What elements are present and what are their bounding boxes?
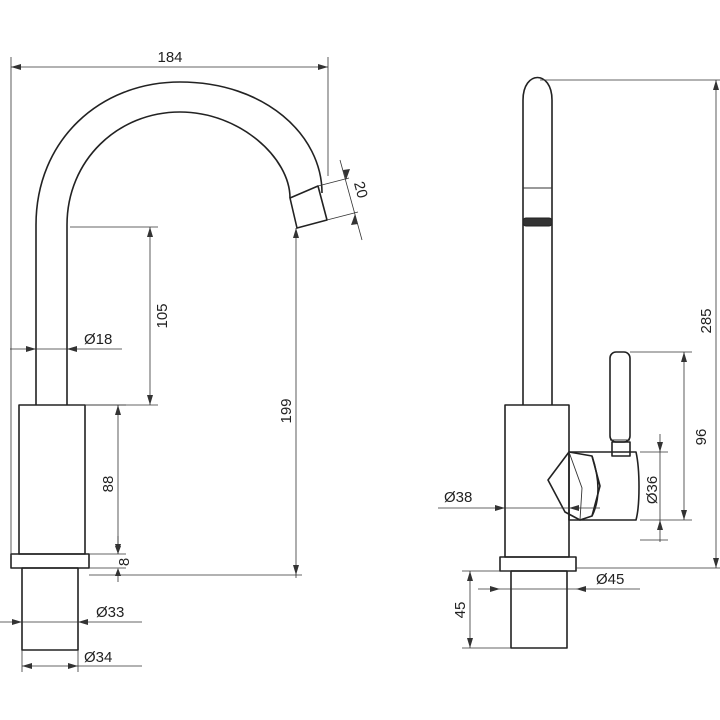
dim-spout-drop-label: 105 — [154, 303, 171, 328]
dim-shank-inner: Ø33 — [0, 604, 142, 625]
dim-width-total-label: 184 — [157, 49, 182, 66]
side-view: 285 96 Ø36 Ø38 — [438, 76, 720, 649]
dim-spout-diameter: Ø18 — [10, 331, 122, 352]
spout-tube — [522, 76, 553, 405]
dim-lever-height: 96 — [630, 351, 710, 521]
dim-body-diameter-label: Ø38 — [444, 489, 472, 506]
dim-shank-inner-label: Ø33 — [96, 604, 124, 621]
dim-body-diameter: Ø38 — [438, 489, 600, 511]
base-ring — [10, 553, 90, 569]
dim-shank-outer-label: Ø34 — [84, 649, 112, 666]
wedge-connector — [547, 451, 601, 521]
dim-outlet-height: 199 — [89, 228, 302, 578]
wedge-inner — [568, 451, 583, 521]
spout-inner-contour — [66, 111, 291, 405]
aerator-outlet — [522, 217, 553, 227]
dim-spout-diameter-label: Ø18 — [84, 331, 112, 348]
dim-lever-diameter: Ø36 — [640, 434, 668, 542]
dim-shank-length-label: 45 — [452, 602, 469, 619]
dim-base-diameter-label: Ø45 — [596, 571, 624, 588]
dim-shank-length: 45 — [452, 570, 511, 649]
side-base-ring — [499, 556, 577, 572]
dim-outlet: 20 — [317, 159, 371, 241]
front-view: 184 20 105 Ø18 — [0, 49, 371, 672]
dim-outlet-height-label: 199 — [278, 398, 295, 423]
side-mounting-shank — [510, 570, 568, 649]
cartridge-housing — [568, 451, 640, 521]
lever-collar — [611, 441, 631, 457]
dim-total-height: 285 — [540, 79, 720, 569]
dim-shank-outer: Ø34 — [21, 649, 142, 672]
dim-width-total: 184 — [10, 49, 329, 556]
dim-base-ring: 8 — [89, 536, 133, 582]
dim-lever-height-label: 96 — [693, 429, 710, 446]
lever-handle — [609, 351, 631, 443]
dim-lever-diameter-label: Ø36 — [644, 476, 661, 504]
spout-outer-contour — [35, 81, 323, 405]
dim-total-height-label: 285 — [698, 308, 715, 333]
mounting-shank — [21, 567, 79, 651]
dim-base-diameter: Ø45 — [478, 571, 640, 592]
dim-body-height-label: 88 — [100, 476, 117, 493]
dim-base-ring-label: 8 — [116, 558, 133, 566]
dim-spout-drop: 105 — [70, 226, 171, 406]
dim-body-height: 88 — [85, 404, 126, 555]
side-body — [504, 404, 570, 558]
body-cylinder — [18, 404, 86, 555]
dim-outlet-label: 20 — [350, 180, 371, 201]
